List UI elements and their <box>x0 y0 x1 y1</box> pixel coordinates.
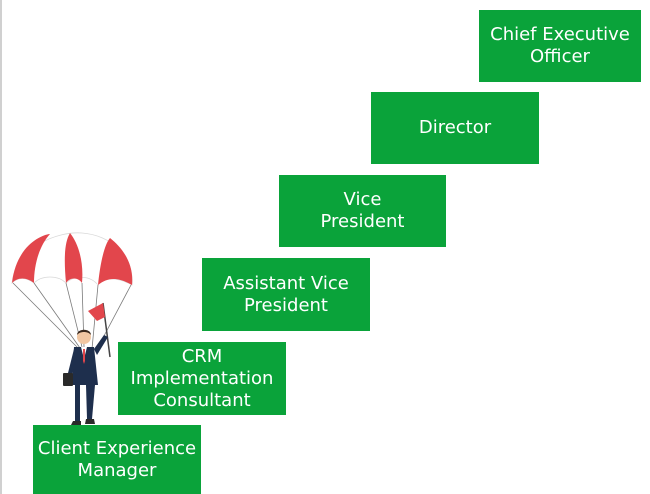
businessman-figure <box>63 329 108 425</box>
step-vice-president: Vice President <box>279 175 446 247</box>
step-label: CRM Implementation Consultant <box>130 345 274 411</box>
step-director: Director <box>371 92 539 164</box>
parachute-lines <box>12 282 132 352</box>
step-crm-implementation-consultant: CRM Implementation Consultant <box>118 342 286 415</box>
red-flag-icon <box>88 302 111 358</box>
step-label: Director <box>418 117 492 138</box>
step-label: Chief Executive Officer <box>490 24 630 67</box>
step-label: Client Experience Manager <box>37 437 197 481</box>
parachute-canopy-icon <box>11 232 133 286</box>
parachute-businessman-illustration <box>11 232 133 425</box>
step-client-experience-manager: Client Experience Manager <box>33 425 201 494</box>
step-assistant-vice-president: Assistant Vice President <box>202 258 370 331</box>
step-label: Vice President <box>320 189 405 232</box>
step-chief-executive-officer: Chief Executive Officer <box>479 10 641 82</box>
step-label: Assistant Vice President <box>223 272 349 316</box>
left-border-line <box>0 0 2 494</box>
